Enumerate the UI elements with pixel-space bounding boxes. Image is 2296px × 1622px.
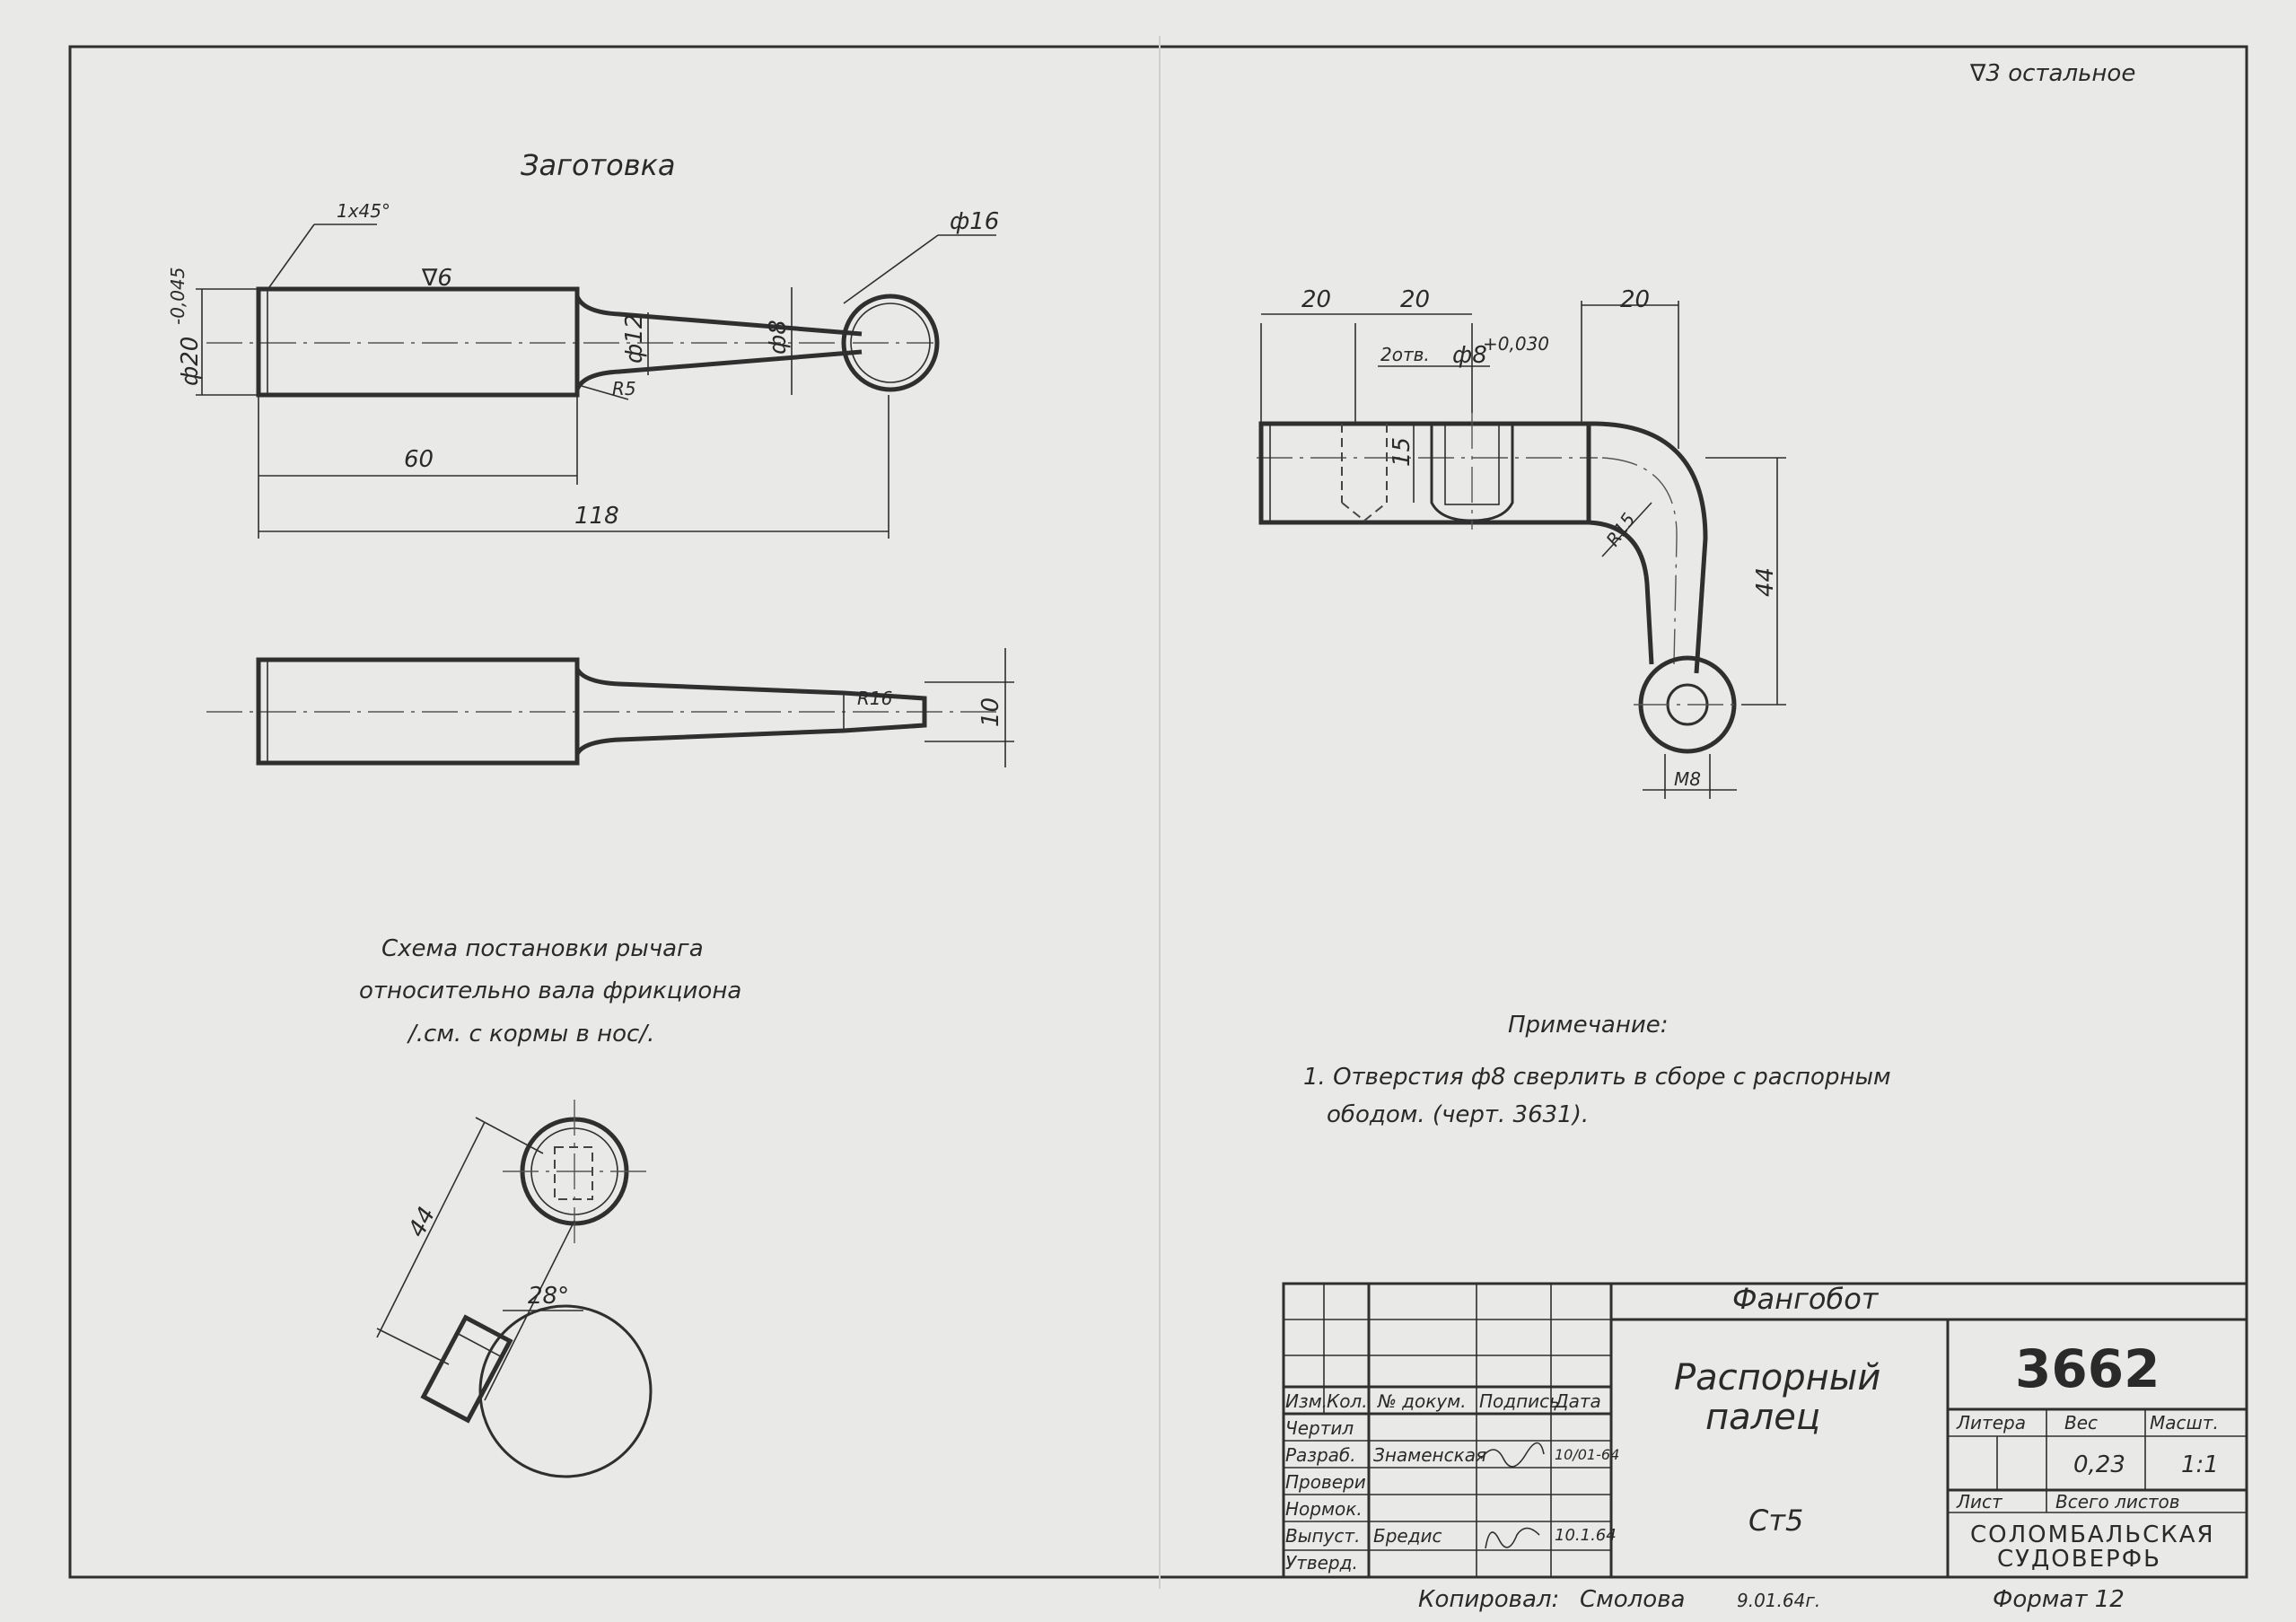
title-block	[1282, 1282, 2248, 1579]
col-izm: Изм.	[1285, 1390, 1328, 1412]
neck-diameter-label: ф12	[621, 314, 648, 364]
small-diameter-label: ф8	[765, 320, 792, 355]
razrab-date: 10/01-64	[1555, 1446, 1619, 1463]
part-view	[1257, 301, 1786, 799]
total-length-label: 118	[574, 503, 619, 530]
format-label: Формат 12	[1993, 1586, 2125, 1613]
dim-20-b: 20	[1400, 286, 1430, 313]
scheme-title-line2: относительно вала фрикциона	[359, 978, 741, 1004]
row-utverd: Утверд.	[1285, 1552, 1358, 1574]
blank-title: Заготовка	[521, 148, 676, 182]
shaft-length-label: 60	[404, 446, 434, 473]
row-prover: Провери	[1285, 1471, 1366, 1493]
hole-tolerance-label: +0,030	[1483, 333, 1549, 355]
col-doc: № докум.	[1377, 1390, 1467, 1412]
weight-value: 0,23	[2073, 1451, 2125, 1478]
drawing-number: 3662	[2015, 1338, 2160, 1399]
col-sign: Подпись	[1479, 1390, 1560, 1412]
thread-label: M8	[1674, 768, 1701, 790]
razrab-signature	[1480, 1442, 1545, 1468]
holes-count-label: 2отв.	[1380, 344, 1430, 365]
thickness-label: 10	[977, 697, 1004, 727]
note-title: Примечание:	[1508, 1012, 1669, 1039]
list-label: Лист	[1956, 1491, 2003, 1512]
note-line2: ободом. (черт. 3631).	[1327, 1101, 1589, 1128]
razrab-name: Знаменская	[1373, 1444, 1486, 1466]
roughness-label: ∇6	[421, 265, 452, 292]
row-vypusk: Выпуст.	[1285, 1525, 1360, 1547]
copied-date: 9.01.64г.	[1737, 1590, 1820, 1611]
chamfer-label: 1x45°	[337, 200, 390, 222]
blank-top-view	[206, 648, 1014, 767]
scheme-title-line1: Схема постановки рычага	[381, 935, 704, 962]
col-date: Дата	[1554, 1390, 1601, 1412]
fillet-radius-label: R5	[612, 378, 636, 399]
scale-value: 1:1	[2181, 1451, 2219, 1478]
note-line1: 1. Отверстия ф8 сверлить в сборе с распо…	[1303, 1064, 1891, 1091]
vypusk-date: 10.1.64	[1555, 1526, 1617, 1545]
row-normk: Нормок.	[1285, 1498, 1363, 1520]
sheets-label: Всего листов	[2055, 1491, 2180, 1512]
shaft-diameter-label: ф20	[177, 337, 204, 386]
dim-20-a: 20	[1301, 286, 1331, 313]
shaft-diameter-tolerance: -0,045	[167, 267, 188, 325]
surface-finish-mark: ∇3 остальное	[1969, 60, 2135, 87]
part-name-line1: Распорный	[1674, 1357, 1880, 1398]
header-litera: Литера	[1956, 1412, 2026, 1433]
header-masht: Масшт.	[2150, 1412, 2219, 1433]
col-kol: Кол.	[1327, 1390, 1368, 1412]
blank-side-view	[196, 224, 996, 539]
vypusk-signature	[1485, 1527, 1540, 1549]
depth-label: 15	[1389, 437, 1415, 467]
scheme-title-line3: /.см. с кормы в нос/.	[407, 1021, 654, 1048]
copied-name: Смолова	[1580, 1586, 1685, 1613]
hole-diameter-label: ф8	[1452, 342, 1487, 369]
row-razrab: Разраб.	[1285, 1444, 1356, 1466]
copied-label: Копировал:	[1418, 1586, 1559, 1613]
end-radius-label: R16	[857, 688, 892, 709]
material-label: Ст5	[1748, 1504, 1803, 1538]
height-label: 44	[1752, 567, 1779, 597]
scheme-angle-label: 28°	[528, 1283, 569, 1310]
drawing-frame	[68, 45, 2248, 1579]
dim-20-c: 20	[1620, 286, 1650, 313]
scheme-figure	[376, 1100, 653, 1478]
part-name-line2: палец	[1705, 1397, 1820, 1438]
header-ves: Вес	[2064, 1412, 2098, 1433]
vypusk-name: Бредис	[1373, 1525, 1442, 1547]
project-name: Фангобот	[1732, 1282, 1880, 1316]
company-line1: СОЛОМБАЛЬСКАЯ	[1970, 1521, 2215, 1548]
scheme-length-label: 44	[404, 1203, 442, 1241]
head-diameter-label: ф16	[950, 208, 999, 235]
company-line2: СУДОВЕРФЬ	[1997, 1546, 2161, 1573]
row-chertil: Чертил	[1285, 1417, 1354, 1439]
